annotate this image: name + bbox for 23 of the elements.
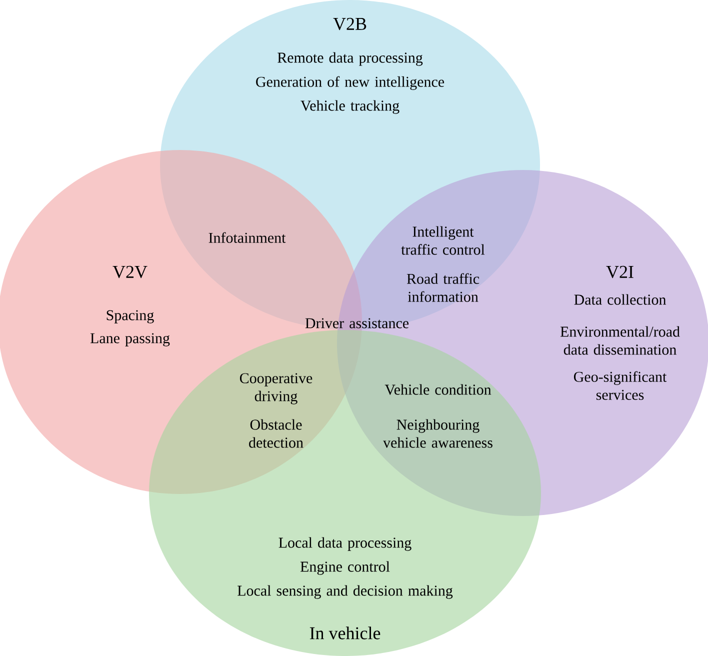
feature-text: Lane passing bbox=[90, 333, 170, 346]
feature-text: Vehicle tracking bbox=[300, 100, 400, 114]
circle-title: V2V bbox=[112, 266, 148, 278]
overlap-text: Neighbouring vehicle awareness bbox=[383, 419, 492, 448]
overlap-text: Road traffic information bbox=[406, 273, 480, 302]
feature-text: Engine control bbox=[300, 561, 390, 575]
overlap-text: Obstacle detection bbox=[249, 419, 304, 448]
feature-text: Remote data processing bbox=[278, 52, 423, 66]
overlap-text: Driver assistance bbox=[305, 318, 409, 328]
circle-title: V2I bbox=[606, 266, 634, 278]
circle-title: In vehicle bbox=[310, 626, 380, 640]
feature-text: Local data processing bbox=[278, 537, 412, 551]
feature-text: Geo-significant services bbox=[574, 371, 667, 400]
overlap-text: Vehicle condition bbox=[384, 384, 492, 395]
feature-text: Data collection bbox=[574, 294, 666, 305]
overlap-text: Cooperative driving bbox=[240, 373, 312, 404]
feature-text: Generation of new intelligence bbox=[256, 76, 444, 90]
feature-text: Local sensing and decision making bbox=[238, 585, 453, 599]
feature-text: Environmental/road data dissemination bbox=[560, 326, 680, 355]
feature-text: Spacing bbox=[106, 310, 154, 324]
circle-title: V2B bbox=[333, 18, 366, 30]
overlap-text: Intelligent traffic control bbox=[401, 226, 485, 255]
overlap-text: Infotainment bbox=[208, 232, 286, 243]
